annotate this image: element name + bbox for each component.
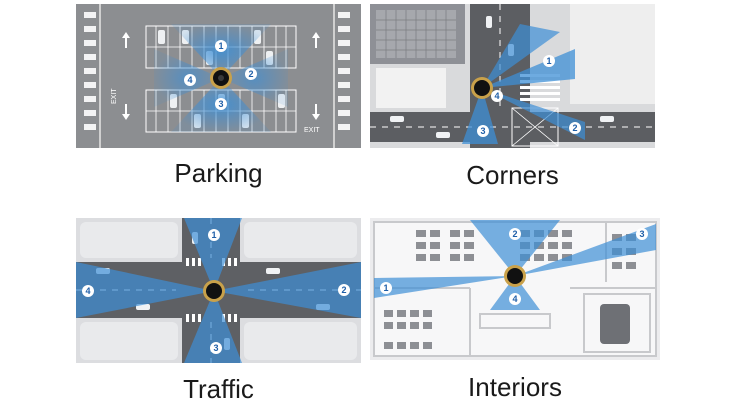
camera-view-badge: 1 [215,40,227,52]
caption-traffic: Traffic [183,374,254,404]
traffic-illustration: 1 2 3 4 [76,218,361,363]
camera-view-badge: 1 [380,282,392,294]
interiors-illustration: 1 2 3 4 [370,218,660,360]
camera-view-badge: 2 [569,122,581,134]
interiors-panel: 1 2 3 4 [370,218,660,360]
svg-text:3: 3 [639,229,644,239]
svg-text:2: 2 [572,123,577,133]
svg-text:3: 3 [213,343,218,353]
camera-icon [474,80,490,96]
camera-icon [206,283,222,299]
svg-text:4: 4 [85,286,90,296]
svg-text:4: 4 [494,91,499,101]
camera-view-badge: 4 [509,293,521,305]
parking-panel: EXIT EXIT 1 2 3 4 [76,4,361,148]
svg-text:2: 2 [341,285,346,295]
corners-panel: 1 2 3 4 [370,4,655,148]
camera-view-badge: 4 [184,74,196,86]
parking-illustration: EXIT EXIT 1 2 3 4 [76,4,361,148]
camera-view-badge: 2 [245,68,257,80]
svg-text:1: 1 [211,230,216,240]
exit-marking-right: EXIT [304,127,320,134]
svg-text:3: 3 [480,126,485,136]
svg-text:4: 4 [187,75,192,85]
camera-view-badge: 3 [636,228,648,240]
camera-view-badge: 2 [509,228,521,240]
camera-icon [507,268,523,284]
svg-text:2: 2 [512,229,517,239]
svg-text:1: 1 [383,283,388,293]
exit-marking-left: EXIT [111,88,118,104]
traffic-panel: 1 2 3 4 [76,218,361,363]
svg-text:1: 1 [218,41,223,51]
svg-text:1: 1 [546,56,551,66]
camera-view-badge: 1 [208,229,220,241]
camera-view-badge: 4 [491,90,503,102]
camera-view-badge: 4 [82,285,94,297]
svg-text:2: 2 [248,69,253,79]
camera-view-badge: 3 [215,98,227,110]
corners-illustration: 1 2 3 4 [370,4,655,148]
camera-view-badge: 2 [338,284,350,296]
caption-interiors: Interiors [468,372,562,402]
svg-text:4: 4 [512,294,517,304]
caption-corners: Corners [466,160,559,190]
camera-view-badge: 3 [477,125,489,137]
camera-view-badge: 1 [543,55,555,67]
svg-text:3: 3 [218,99,223,109]
camera-view-badge: 3 [210,342,222,354]
caption-parking: Parking [174,158,263,188]
